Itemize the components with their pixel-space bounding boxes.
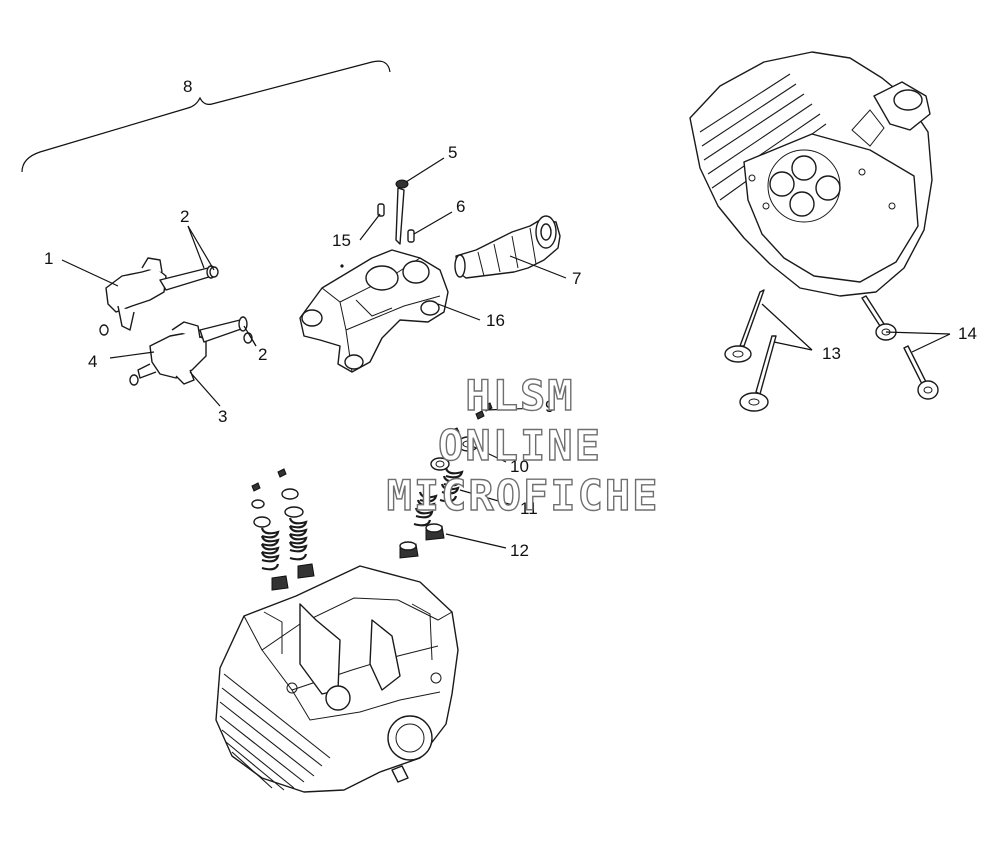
watermark-line-1: HLSM (465, 371, 574, 420)
intake-valve-13a (724, 289, 765, 363)
exhaust-valve-14a (861, 295, 897, 341)
callout-1: 1 (44, 249, 53, 268)
camshaft-carrier (299, 249, 449, 373)
watermark: HLSM ONLINE MICROFICHE (386, 370, 660, 520)
callout-16: 16 (486, 311, 505, 330)
valve-keepers-9 (451, 402, 493, 435)
bolt-5 (395, 179, 409, 245)
watermark-line-3: MICROFICHE (387, 471, 660, 520)
valve-spring-11 (413, 467, 464, 527)
cylinder-head-top-view (689, 51, 933, 297)
callout-3: 3 (218, 407, 227, 426)
callout-15: 15 (332, 231, 351, 250)
callout-2b: 2 (258, 345, 267, 364)
rocker-arm-lower (129, 316, 253, 386)
watermark-line-2: ONLINE (438, 421, 602, 470)
leader-lines (61, 157, 951, 549)
callout-4: 4 (88, 352, 97, 371)
callout-9: 9 (545, 397, 554, 416)
rocker-group-bracket (21, 60, 391, 173)
callout-10: 10 (510, 457, 529, 476)
callout-6: 6 (456, 197, 465, 216)
callout-14: 14 (958, 324, 977, 343)
intake-valve-13b (739, 335, 777, 412)
dowel-pin-15 (377, 203, 385, 217)
callout-2a: 2 (180, 207, 189, 226)
callout-labels: 1 2 2 3 4 5 6 7 8 9 10 11 12 13 14 15 16 (44, 77, 977, 560)
rocker-arm-upper (99, 257, 219, 336)
callout-13: 13 (822, 344, 841, 363)
cylinder-head-bottom-view (215, 565, 459, 793)
callout-8: 8 (183, 77, 192, 96)
spring-retainer-10 (430, 436, 479, 471)
dowel-pin-6 (407, 229, 415, 243)
valve-train-stack-left (251, 468, 315, 591)
callout-11: 11 (520, 499, 538, 518)
camshaft (454, 215, 561, 279)
exhaust-valve-14b (903, 345, 939, 400)
callout-5: 5 (448, 143, 457, 162)
callout-7: 7 (572, 269, 581, 288)
valve-stem-seal-12 (399, 523, 445, 559)
callout-12: 12 (510, 541, 529, 560)
